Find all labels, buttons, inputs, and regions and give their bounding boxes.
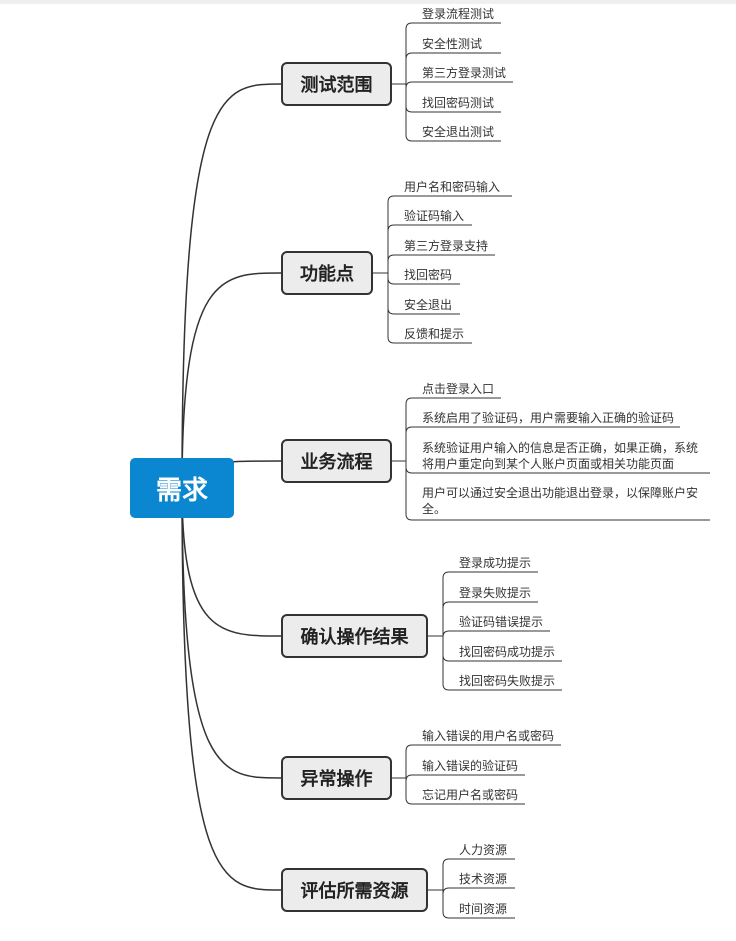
leaf-item[interactable]: 找回密码成功提示 <box>459 645 556 659</box>
leaf-item[interactable]: 安全退出 <box>404 298 453 312</box>
leaf-item[interactable]: 输入错误的用户名或密码 <box>422 729 555 743</box>
leaf-item[interactable]: 第三方登录测试 <box>422 66 507 80</box>
branch-to-leaf-connector <box>428 858 515 891</box>
leaf-item[interactable]: 安全性测试 <box>422 37 483 51</box>
branch-exception-operations[interactable]: 异常操作 <box>281 756 392 800</box>
branch-label: 确认操作结果 <box>300 627 409 648</box>
leaf-item[interactable]: 找回密码 <box>404 268 453 282</box>
branch-label: 功能点 <box>300 264 354 285</box>
branch-to-leaf-connector <box>392 52 501 85</box>
branch-to-leaf-connector <box>392 777 525 805</box>
root-node-requirements[interactable]: 需求 <box>130 458 234 518</box>
branch-label: 业务流程 <box>300 452 373 473</box>
branch-to-leaf-connector <box>373 224 472 274</box>
branch-to-leaf-connector <box>392 397 501 462</box>
leaf-connectors <box>373 22 710 919</box>
leaf-item[interactable]: 点击登录入口 <box>422 382 495 396</box>
leaf-item[interactable]: 验证码输入 <box>404 209 465 223</box>
branch-to-leaf-connector <box>392 81 513 89</box>
branch-label: 异常操作 <box>300 769 373 790</box>
leaf-item[interactable]: 时间资源 <box>459 902 508 916</box>
branch-to-leaf-connector <box>392 744 561 779</box>
branch-business-flow[interactable]: 业务流程 <box>281 439 392 483</box>
leaf-item[interactable]: 登录成功提示 <box>459 556 532 570</box>
leaf-item[interactable]: 找回密码失败提示 <box>459 674 556 688</box>
leaf-item[interactable]: 输入错误的验证码 <box>422 759 519 773</box>
branch-to-leaf-connector <box>428 630 550 638</box>
branch-to-leaf-connector <box>373 195 512 274</box>
leaf-item[interactable]: 安全退出测试 <box>422 125 495 139</box>
leaf-item[interactable]: 系统验证用户输入的信息是否正确，如果正确，系统将用户重定向到某个人账户页面或相关… <box>422 441 699 471</box>
branch-to-leaf-connector <box>428 571 538 637</box>
top-border <box>0 0 736 4</box>
branch-to-leaf-connector <box>392 22 501 85</box>
leaf-item[interactable]: 系统启用了验证码，用户需要输入正确的验证码 <box>422 411 675 425</box>
root-to-branch-connector <box>181 487 282 891</box>
leaf-item[interactable]: 用户可以通过安全退出功能退出登录，以保障账户安全。 <box>422 486 699 516</box>
leaf-item[interactable]: 登录失败提示 <box>459 586 532 600</box>
branch-confirm-results[interactable]: 确认操作结果 <box>281 614 428 658</box>
leaf-item[interactable]: 验证码错误提示 <box>459 615 544 629</box>
branch-to-leaf-connector <box>392 774 525 782</box>
branch-to-leaf-connector <box>428 887 515 895</box>
branch-to-leaf-connector <box>428 635 562 691</box>
branch-to-leaf-connector <box>392 426 680 462</box>
leaf-item[interactable]: 忘记用户名或密码 <box>422 788 519 802</box>
root-to-branch-connector <box>181 272 282 489</box>
leaf-item[interactable]: 找回密码测试 <box>422 96 495 110</box>
branch-label: 测试范围 <box>300 75 373 96</box>
root-to-branch-connector <box>181 487 282 637</box>
leaf-item[interactable]: 人力资源 <box>459 843 508 857</box>
leaf-item[interactable]: 技术资源 <box>459 872 508 886</box>
branch-label: 评估所需资源 <box>300 881 409 902</box>
branch-to-leaf-connector <box>428 889 515 919</box>
branch-to-leaf-connector <box>373 272 472 344</box>
branch-function-points[interactable]: 功能点 <box>281 251 373 295</box>
leaf-item[interactable]: 第三方登录支持 <box>404 239 489 253</box>
branch-to-leaf-connector <box>392 83 501 142</box>
root-to-branch-connector <box>181 487 282 779</box>
branch-to-leaf-connector <box>428 601 538 637</box>
leaf-item[interactable]: 登录流程测试 <box>422 7 495 21</box>
root-to-branch-connector <box>181 83 282 489</box>
leaf-item[interactable]: 用户名和密码输入 <box>404 180 501 194</box>
branch-required-resources[interactable]: 评估所需资源 <box>281 868 428 912</box>
root-label: 需求 <box>155 475 208 506</box>
branch-test-scope[interactable]: 测试范围 <box>281 62 392 106</box>
leaf-item[interactable]: 反馈和提示 <box>404 327 465 341</box>
branch-to-leaf-connector <box>392 460 710 521</box>
root-connectors <box>181 83 282 891</box>
branch-to-leaf-connector <box>373 254 495 274</box>
